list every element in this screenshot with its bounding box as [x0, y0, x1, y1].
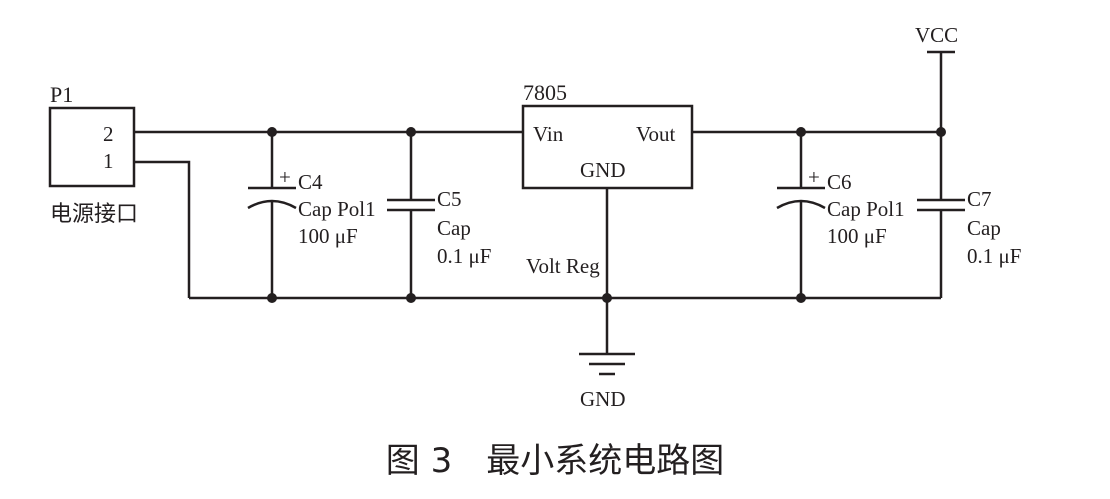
vcc-label: VCC	[915, 23, 958, 47]
regulator-ref: 7805	[523, 80, 567, 105]
connector-pin-1-label: 1	[103, 149, 114, 173]
regulator-description: Volt Reg	[526, 254, 600, 278]
regulator-vin-pin: Vin	[533, 122, 564, 146]
c6-type: Cap Pol1	[827, 197, 905, 221]
c7-ref: C7	[967, 187, 992, 211]
c4-ref: C4	[298, 170, 323, 194]
c5-ref: C5	[437, 187, 462, 211]
c5-value: 0.1 μF	[437, 244, 491, 268]
c4-value: 100 μF	[298, 224, 358, 248]
regulator-body	[521, 104, 694, 190]
junction-regulator-gnd	[602, 293, 612, 303]
ground-label: GND	[580, 387, 626, 411]
junction-c7-top	[936, 127, 946, 137]
junction-c4-bottom	[267, 293, 277, 303]
c6-plus-sign: +	[808, 165, 820, 189]
junction-c6-bottom	[796, 293, 806, 303]
connector-label: 电源接口	[50, 202, 138, 227]
c6-value: 100 μF	[827, 224, 887, 248]
junction-c6-top	[796, 127, 806, 137]
connector-p1-body	[48, 106, 136, 188]
c7-type: Cap	[967, 216, 1001, 240]
junction-c5-bottom	[406, 293, 416, 303]
figure-caption: 图 3 最小系统电路图	[386, 441, 724, 481]
wire-pin1-ground	[134, 160, 191, 298]
junction-c4-top	[267, 127, 277, 137]
regulator-vout-pin: Vout	[636, 122, 675, 146]
c4-type: Cap Pol1	[298, 197, 376, 221]
c5-type: Cap	[437, 216, 471, 240]
c7-value: 0.1 μF	[967, 244, 1021, 268]
regulator-gnd-pin: GND	[580, 158, 626, 182]
connector-p1-ref: P1	[50, 82, 73, 107]
junction-c5-top	[406, 127, 416, 137]
c6-ref: C6	[827, 170, 852, 194]
c4-plus-sign: +	[279, 165, 291, 189]
connector-pin-2-label: 2	[103, 122, 114, 146]
